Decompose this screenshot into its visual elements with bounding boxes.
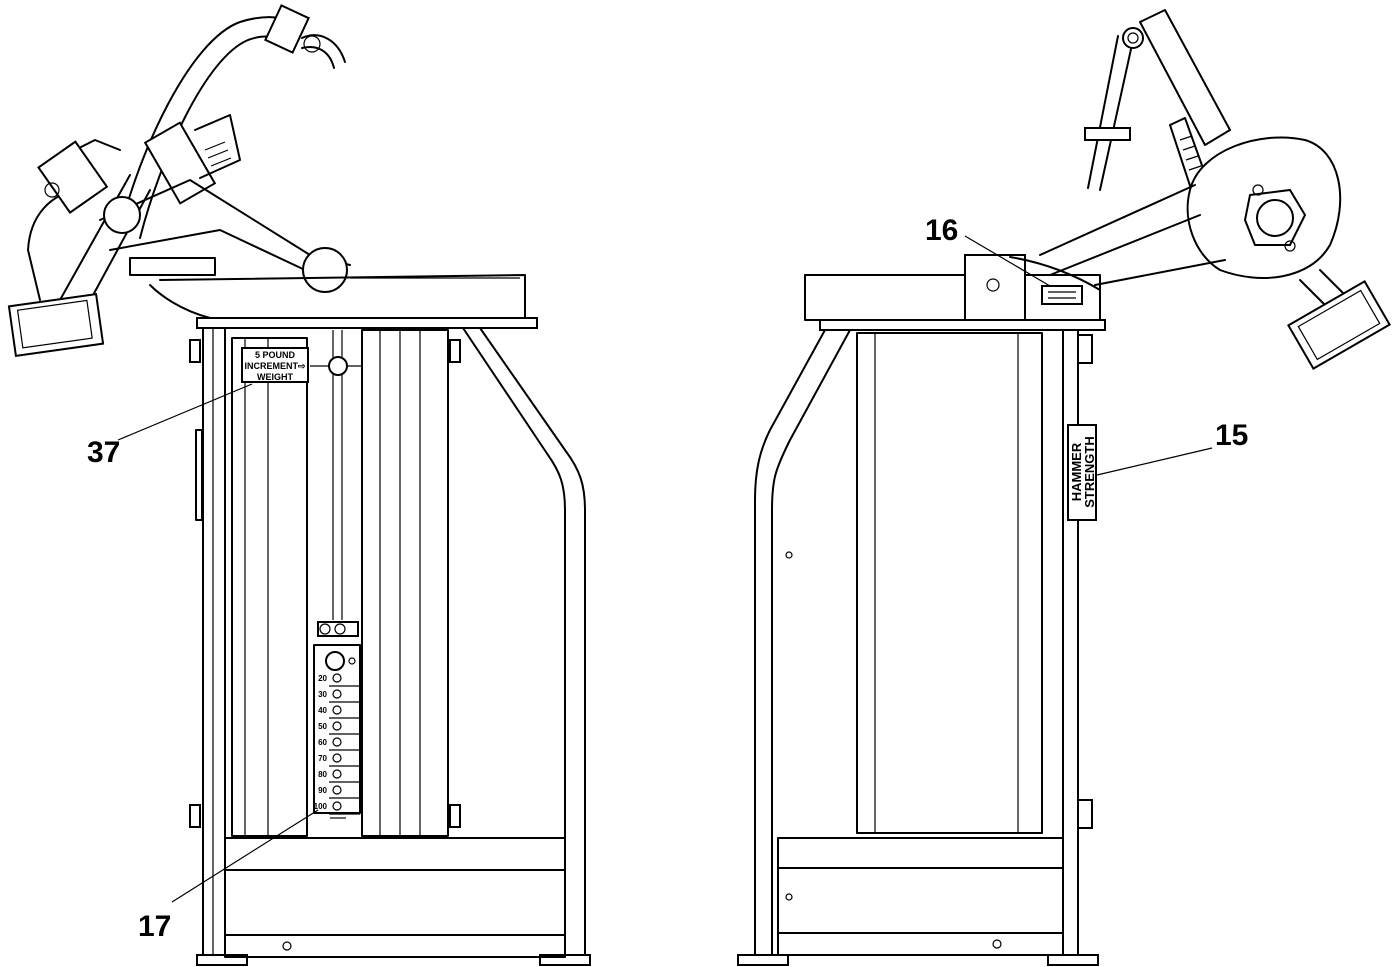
callout-15: 15 [1096, 419, 1248, 476]
callout-16-label: 16 [925, 214, 958, 247]
left-guide-rods [189, 329, 461, 837]
right-frame [737, 329, 1099, 966]
increment-label-line2: INCREMENT⇨ [244, 361, 305, 371]
weight-stack: 20 30 40 50 60 70 80 90 100 [314, 673, 360, 815]
weight-plate-label: 80 [318, 770, 327, 779]
weight-plate-row: 30 [318, 689, 360, 703]
left-seat-beam [149, 274, 538, 329]
callout-37-label: 37 [87, 436, 120, 469]
weight-pin-hole [332, 785, 342, 795]
callout-16: 16 [925, 214, 1051, 287]
increment-label-line1: 5 POUND [255, 350, 296, 360]
brand-line2: STRENGTH [1082, 436, 1097, 508]
weight-pin-hole [332, 769, 342, 779]
increment-weight-label: 5 POUND INCREMENT⇨ WEIGHT [241, 347, 309, 383]
weight-pin-hole [332, 721, 342, 731]
callout-17: 17 [138, 809, 319, 943]
callout-15-label: 15 [1215, 419, 1248, 452]
callout-37: 37 [87, 383, 253, 469]
weight-plate-row: 40 [318, 705, 360, 719]
weight-plate-label: 30 [318, 690, 327, 699]
weight-pin-hole [332, 689, 342, 699]
weight-plate-label: 20 [318, 674, 327, 683]
right-lever-arm [1039, 9, 1391, 371]
weight-plate-label: 50 [318, 722, 327, 731]
warning-decal [1041, 285, 1083, 305]
weight-plate-row: 60 [318, 737, 360, 751]
increment-label-line3: WEIGHT [257, 372, 293, 382]
weight-plate-label: 60 [318, 738, 327, 747]
weight-pin-hole [332, 673, 342, 683]
weight-plate-row: 100 [314, 801, 360, 815]
weight-pin-hole [332, 801, 342, 811]
weight-plate-row: 50 [318, 721, 360, 735]
hammer-strength-plate: HAMMER STRENGTH [1067, 424, 1097, 521]
weight-plate-label: 100 [314, 802, 328, 811]
right-seat-beam [804, 254, 1106, 331]
weight-pin-hole [332, 705, 342, 715]
weight-plate-row: 80 [318, 769, 360, 783]
brand-line1: HAMMER [1069, 442, 1084, 501]
weight-plate-label: 90 [318, 786, 327, 795]
weight-plate-label: 40 [318, 706, 327, 715]
selector-head [313, 621, 361, 814]
left-view: 5 POUND INCREMENT⇨ WEIGHT 20 30 40 50 60 70 80… [7, 4, 591, 966]
left-lever-arm [59, 4, 346, 311]
left-pad [7, 139, 121, 358]
left-linkage [99, 114, 351, 293]
weight-pin-hole [332, 753, 342, 763]
right-view: HAMMER STRENGTH [737, 9, 1391, 966]
weight-plate-label: 70 [318, 754, 327, 763]
weight-plate-row: 70 [318, 753, 360, 767]
weight-plate-row: 20 [318, 673, 360, 687]
weight-plate-row: 90 [318, 785, 360, 799]
weight-pin-hole [332, 737, 342, 747]
left-frame [196, 327, 591, 966]
callout-17-label: 17 [138, 910, 171, 943]
